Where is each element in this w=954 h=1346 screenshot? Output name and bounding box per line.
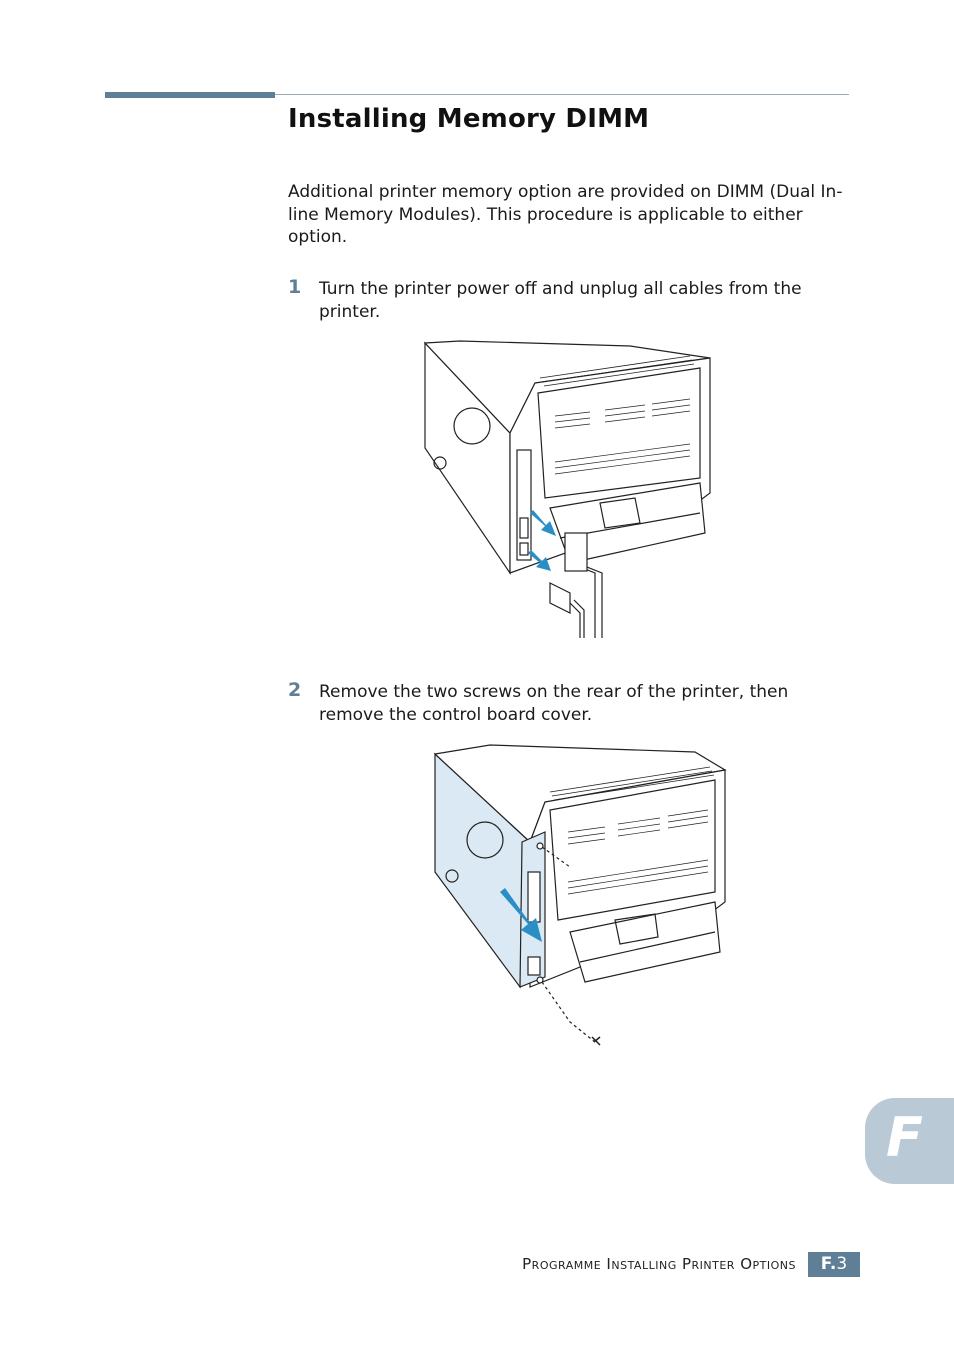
step-1-number: 1 [288, 276, 302, 298]
figure-remove-cover [433, 744, 727, 1046]
header-rule-thick [105, 92, 275, 98]
intro-paragraph: Additional printer memory option are pro… [288, 182, 843, 247]
figure-unplug-cables [423, 340, 711, 638]
page-number-prefix: F. [820, 1254, 837, 1274]
footer-section-title: Programme Installing Printer Options [522, 1255, 796, 1273]
page-number-badge: F.3 [808, 1252, 860, 1277]
header-rule-thin [275, 94, 849, 95]
chapter-tab [865, 1098, 954, 1184]
step-1-text: Turn the printer power off and unplug al… [319, 279, 802, 322]
step-2-number: 2 [288, 679, 302, 701]
page-number: 3 [836, 1254, 848, 1274]
chapter-tab-letter: F [886, 1106, 923, 1169]
section-title: Installing Memory DIMM [288, 104, 650, 134]
step-2-text: Remove the two screws on the rear of the… [319, 682, 789, 725]
